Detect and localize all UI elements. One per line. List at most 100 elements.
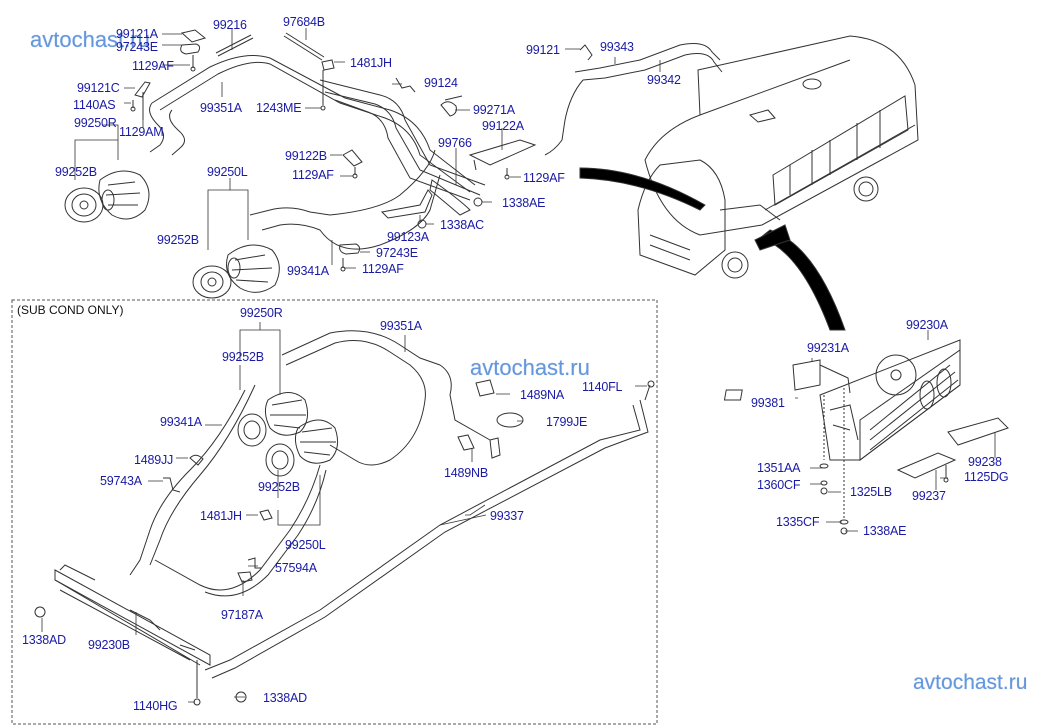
bolt-1125DG	[943, 465, 949, 483]
part-label-99216[interactable]: 99216	[213, 18, 247, 32]
hose-99343-99342	[544, 43, 723, 156]
clip-1481JH-sub	[259, 509, 273, 521]
part-label-1129AF[interactable]: 1129AF	[132, 59, 174, 73]
part-label-99122A[interactable]: 99122A	[482, 119, 524, 133]
part-label-99342[interactable]: 99342	[647, 73, 681, 87]
watermark: avtochast.ru	[470, 355, 590, 380]
part-label-99124[interactable]: 99124	[424, 76, 458, 90]
part-label-97243E[interactable]: 97243E	[376, 246, 418, 260]
clip-99121	[579, 44, 593, 61]
hose-bundle-right	[319, 79, 486, 201]
part-label-99121A[interactable]: 99121A	[116, 27, 158, 41]
part-label-1243ME[interactable]: 1243ME	[256, 101, 302, 115]
strip-99216	[215, 34, 254, 57]
part-label-99343[interactable]: 99343	[600, 40, 634, 54]
part-label-1481JH[interactable]: 1481JH	[200, 509, 242, 523]
part-label-1125DG[interactable]: 1125DG	[964, 470, 1009, 484]
part-label-1338AD[interactable]: 1338AD	[22, 633, 66, 647]
part-label-99121C[interactable]: 99121C	[77, 81, 120, 95]
part-label-99252B[interactable]: 99252B	[222, 350, 264, 364]
part-label-1129AF[interactable]: 1129AF	[362, 262, 404, 276]
part-label-99341A[interactable]: 99341A	[160, 415, 202, 429]
part-label-97243E[interactable]: 97243E	[116, 40, 158, 54]
bolt-1129AF-d	[340, 258, 346, 272]
part-label-99252B[interactable]: 99252B	[258, 480, 300, 494]
part-label-1335CF[interactable]: 1335CF	[776, 515, 820, 529]
part-label-99271A[interactable]: 99271A	[473, 103, 515, 117]
nut-1338AE-top	[473, 197, 483, 207]
bracket-99122A	[468, 139, 537, 171]
leader-lines	[41, 28, 996, 703]
part-label-99250R[interactable]: 99250R	[240, 306, 283, 320]
fastener-stack	[819, 388, 849, 535]
part-label-1338AE[interactable]: 1338AE	[502, 196, 546, 210]
bracket-57594A	[247, 557, 262, 569]
bolt-1129AF-a	[190, 55, 196, 72]
part-label-99230B[interactable]: 99230B	[88, 638, 130, 652]
part-label-1799JE[interactable]: 1799JE	[546, 415, 588, 429]
strip-97684B	[283, 32, 325, 61]
part-label-99337[interactable]: 99337	[490, 509, 524, 523]
part-label-1338AD[interactable]: 1338AD	[263, 691, 307, 705]
part-label-99230A[interactable]: 99230A	[906, 318, 948, 332]
part-label-1351AA[interactable]: 1351AA	[757, 461, 801, 475]
part-label-1129AF[interactable]: 1129AF	[523, 171, 565, 185]
part-label-1489NB[interactable]: 1489NB	[444, 466, 488, 480]
clamp-1799JE	[496, 412, 524, 428]
compressor-center-top	[192, 244, 280, 299]
part-label-99252B[interactable]: 99252B	[55, 165, 97, 179]
clip-1489NA	[475, 379, 495, 397]
bracket-99121C	[134, 81, 151, 98]
cover-99238	[947, 417, 1009, 446]
bolt-1140AS	[130, 100, 136, 112]
part-label-1481JH[interactable]: 1481JH	[350, 56, 392, 70]
sub-cond-only-note: (SUB COND ONLY)	[17, 303, 124, 317]
part-label-97684B[interactable]: 97684B	[283, 15, 325, 29]
nut-1338AD-left	[34, 606, 46, 618]
part-label-57594A[interactable]: 57594A	[275, 561, 317, 575]
part-label-99250R[interactable]: 99250R	[74, 116, 117, 130]
clip-1489NB	[457, 434, 475, 451]
compressor-sub-lower	[265, 419, 339, 477]
part-label-99252B[interactable]: 99252B	[157, 233, 199, 247]
part-label-97187A[interactable]: 97187A	[221, 608, 263, 622]
part-label-99122B[interactable]: 99122B	[285, 149, 327, 163]
hose-99341A-sub	[129, 384, 256, 576]
label-plate-99381	[723, 389, 743, 401]
part-label-99123A[interactable]: 99123A	[387, 230, 429, 244]
clip-1489JJ	[189, 454, 204, 466]
part-label-99341A[interactable]: 99341A	[287, 264, 329, 278]
part-label-1140FL[interactable]: 1140FL	[582, 380, 623, 394]
part-label-99237[interactable]: 99237	[912, 489, 946, 503]
bracket-99122B	[342, 149, 363, 167]
part-label-1489JJ[interactable]: 1489JJ	[134, 453, 174, 467]
part-label-1338AC[interactable]: 1338AC	[440, 218, 484, 232]
part-label-59743A[interactable]: 59743A	[100, 474, 142, 488]
bolt-1243ME	[320, 70, 326, 111]
part-label-99351A[interactable]: 99351A	[380, 319, 422, 333]
part-label-1360CF[interactable]: 1360CF	[757, 478, 801, 492]
part-label-99250L[interactable]: 99250L	[207, 165, 248, 179]
part-label-99238[interactable]: 99238	[968, 455, 1002, 469]
part-label-99121[interactable]: 99121	[526, 43, 560, 57]
part-label-1489NA[interactable]: 1489NA	[520, 388, 564, 402]
part-label-1325LB[interactable]: 1325LB	[850, 485, 892, 499]
part-label-99766[interactable]: 99766	[438, 136, 472, 150]
bracket-99123A	[380, 189, 433, 219]
watermark: avtochast.ru	[30, 27, 150, 52]
part-label-1140HG[interactable]: 1140HG	[133, 699, 178, 713]
part-label-1140AS[interactable]: 1140AS	[73, 98, 116, 112]
bolt-1140HG	[193, 660, 201, 706]
part-label-99351A[interactable]: 99351A	[200, 101, 242, 115]
part-label-1129AF[interactable]: 1129AF	[292, 168, 334, 182]
part-label-1129AM[interactable]: 1129AM	[119, 125, 164, 139]
part-label-99250L[interactable]: 99250L	[285, 538, 326, 552]
part-label-1338AE[interactable]: 1338AE	[863, 524, 907, 538]
leader-99337	[439, 514, 487, 526]
hose-99337	[204, 399, 649, 679]
bracket-99121A	[180, 29, 207, 43]
part-label-99381[interactable]: 99381	[751, 396, 785, 410]
condenser-99230A	[819, 339, 961, 461]
part-label-99231A[interactable]: 99231A	[807, 341, 849, 355]
